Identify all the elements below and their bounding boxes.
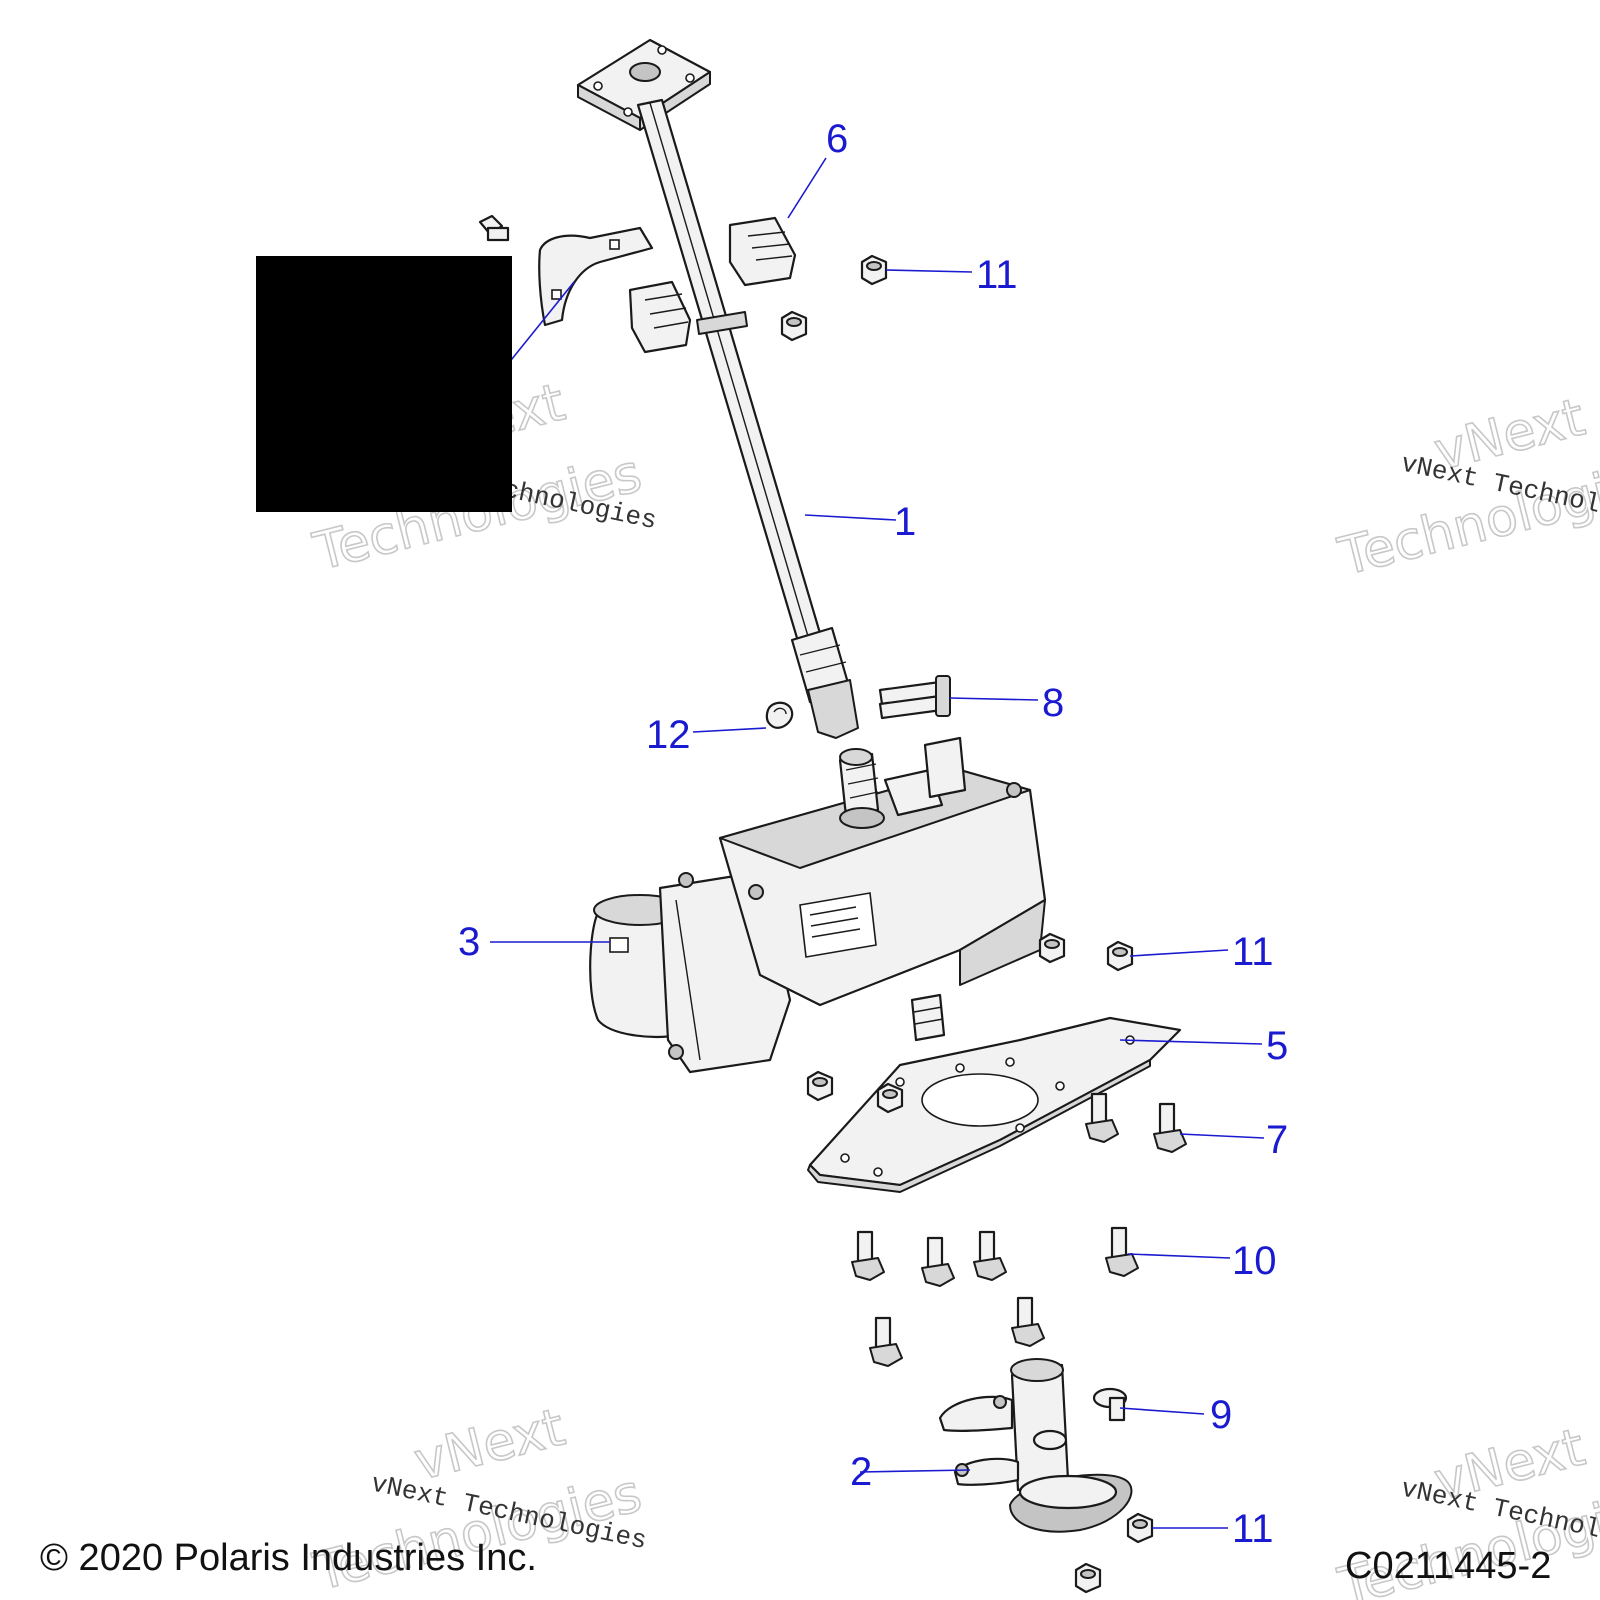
- callout-7: 7: [1266, 1118, 1288, 1162]
- diagram-code: C0211445-2: [1345, 1545, 1551, 1587]
- callout-1: 1: [894, 500, 916, 544]
- callout-2: 2: [850, 1450, 872, 1494]
- mount-bolt: [1105, 1226, 1139, 1277]
- mounting-plate: [807, 1016, 1182, 1193]
- mount-bolt: [973, 1230, 1007, 1281]
- pitman-stud: [1032, 1387, 1128, 1451]
- callout-3: 3: [458, 920, 480, 964]
- callout-11-top: 11: [976, 253, 1018, 297]
- callout-9: 9: [1210, 1393, 1232, 1437]
- callout-11-middle: 11: [1232, 930, 1274, 974]
- shaft-clamp: [538, 216, 797, 354]
- flange-nut: [876, 1082, 904, 1114]
- pinch-bolt: [878, 675, 951, 720]
- watermark-brand: vNext: [409, 1398, 571, 1493]
- callout-8: 8: [1042, 681, 1064, 725]
- mount-bolt: [921, 1236, 955, 1287]
- leader-lines: [490, 157, 1265, 1529]
- flange-nut: [1106, 940, 1134, 972]
- steering-shaft: [576, 38, 859, 739]
- mount-bolt: [869, 1316, 903, 1367]
- callout-5: 5: [1266, 1024, 1288, 1068]
- clamp-bolt: [478, 214, 510, 242]
- copyright-notice: © 2020 Polaris Industries Inc.: [40, 1537, 537, 1579]
- plate-bolt: [1153, 1102, 1187, 1153]
- retaining-clip: [765, 701, 794, 729]
- mount-bolt: [851, 1230, 885, 1281]
- callout-10: 10: [1232, 1239, 1277, 1283]
- eps-unit: [589, 736, 1047, 1074]
- redaction-box: [256, 256, 512, 512]
- flange-nut: [780, 310, 808, 342]
- plate-bolt: [1085, 1092, 1119, 1143]
- callouts: 1 2 3 5 6 7 8 9 10 11 11 11 12: [458, 117, 1288, 1551]
- flange-nut: [860, 254, 888, 286]
- flange-nut: [1126, 1512, 1154, 1544]
- callout-11-bottom: 11: [1232, 1507, 1274, 1551]
- flange-nut: [1038, 932, 1066, 964]
- watermark-top-right: vNext Technologies vNext Technologies: [1332, 387, 1600, 589]
- pitman-arm-assembly: [938, 1358, 1133, 1533]
- callout-12: 12: [646, 713, 691, 757]
- callout-6: 6: [826, 117, 848, 161]
- flange-nut: [1074, 1562, 1102, 1594]
- mount-bolt: [1011, 1296, 1045, 1347]
- flange-nut: [806, 1070, 834, 1102]
